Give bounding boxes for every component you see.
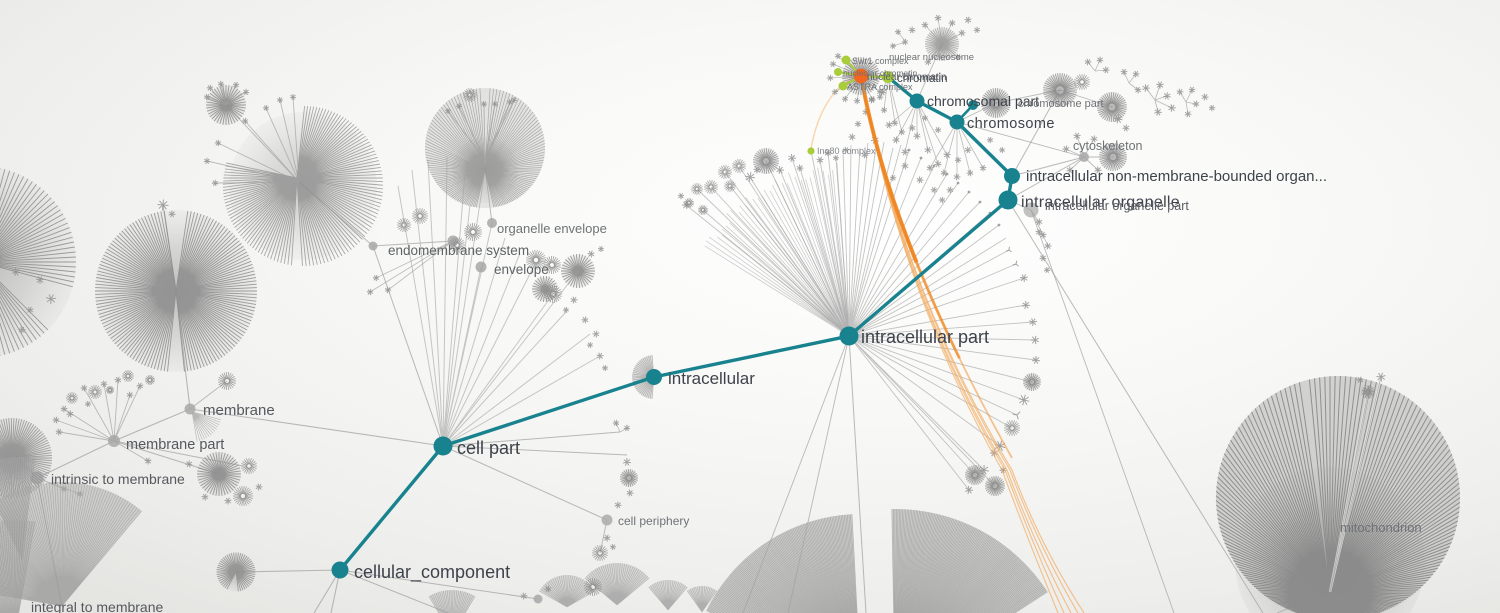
svg-text:nuclear chromatin: nuclear chromatin: [867, 72, 946, 83]
svg-text:intracellular organelle part: intracellular organelle part: [1045, 199, 1189, 213]
svg-text:integral to membrane: integral to membrane: [31, 599, 164, 613]
svg-text:Swr1 complex: Swr1 complex: [852, 56, 909, 66]
svg-text:envelope: envelope: [494, 262, 549, 277]
svg-text:intracellular organelle: intracellular organelle: [1021, 194, 1180, 211]
svg-text:intracellular: intracellular: [668, 369, 755, 388]
svg-text:membrane: membrane: [203, 402, 275, 419]
svg-text:cell periphery: cell periphery: [618, 514, 689, 528]
svg-text:chromosome part: chromosome part: [1018, 98, 1104, 110]
svg-text:mitochondrion: mitochondrion: [1340, 520, 1422, 535]
svg-text:organelle envelope: organelle envelope: [497, 221, 607, 236]
svg-text:chromatin: chromatin: [897, 73, 948, 85]
svg-text:chromosomal part: chromosomal part: [927, 93, 1039, 109]
svg-text:chromosome: chromosome: [967, 116, 1055, 132]
svg-text:ASTRA complex: ASTRA complex: [847, 82, 913, 92]
svg-text:intracellular part: intracellular part: [861, 327, 989, 347]
svg-text:nucleolar chromatin: nucleolar chromatin: [843, 68, 917, 78]
svg-text:endomembrane system: endomembrane system: [388, 243, 529, 258]
svg-text:membrane part: membrane part: [126, 437, 224, 453]
svg-text:cellular_component: cellular_component: [354, 562, 510, 583]
svg-text:nuclear nucleosome: nuclear nucleosome: [889, 52, 974, 63]
svg-text:intrinsic to membrane: intrinsic to membrane: [51, 471, 185, 487]
svg-text:intracellular non-membrane-bou: intracellular non-membrane-bounded organ…: [1026, 168, 1327, 185]
svg-text:Ino80 complex: Ino80 complex: [817, 146, 876, 156]
svg-text:cytoskeleton: cytoskeleton: [1073, 139, 1143, 153]
svg-text:cell part: cell part: [457, 438, 520, 458]
